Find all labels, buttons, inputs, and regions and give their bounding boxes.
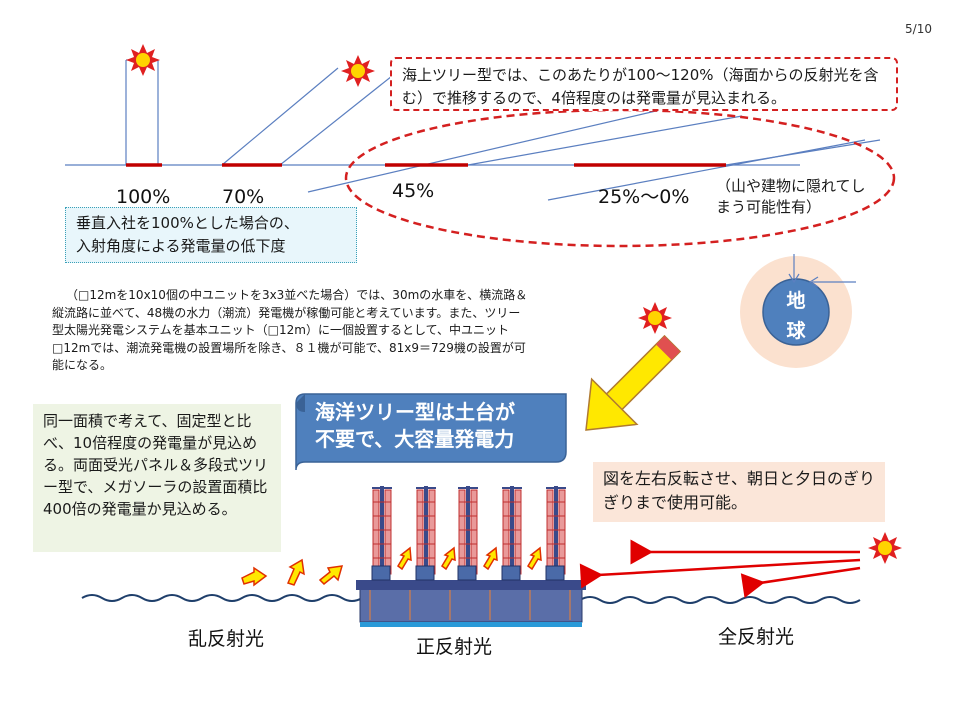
banner-line: 海洋ツリー型は土台が	[315, 400, 515, 424]
percent-label-45: 45%	[392, 180, 435, 202]
label-specular-reflection: 正反射光	[416, 636, 493, 658]
banner-text: 海洋ツリー型は土台が 不要で、大容量発電力	[305, 399, 571, 453]
tree-tower-icon	[457, 485, 479, 579]
banner-shape	[295, 393, 567, 471]
tree-tower-icon	[501, 485, 523, 579]
earth-label: 地 球	[772, 286, 820, 346]
info-box-line: 入射角度による発電量の低下度	[76, 237, 286, 255]
description-paragraph: （□12mを10x10個の中ユニットを3x3並べた場合）では、30mの水車を、横…	[52, 288, 528, 372]
sea-wave-right	[579, 596, 861, 604]
sun-icon	[341, 55, 375, 87]
tree-tower-platform	[356, 580, 586, 627]
sea-wave-left	[81, 594, 363, 602]
green-note-box: 同一面積で考えて、固定型と比べ、10倍程度の発電量が見込める。両面受光パネル＆多…	[33, 404, 281, 552]
tree-tower-icon	[545, 485, 567, 579]
big-yellow-arrow-icon	[585, 334, 682, 431]
sun-icon	[126, 44, 160, 76]
page-number: 5/10	[905, 22, 932, 36]
info-box: 垂直入社を100%とした場合の、 入射角度による発電量の低下度	[65, 207, 357, 263]
red-dashed-note: 海上ツリー型では、このあたりが100～120%（海面からの反射光を含む）で推移す…	[390, 57, 898, 111]
banner-line: 不要で、大容量発電力	[315, 427, 515, 451]
tree-tower-icon	[371, 485, 393, 579]
label-total-reflection: 全反射光	[718, 626, 795, 648]
label-diffuse-reflection: 乱反射光	[188, 628, 265, 650]
sun-icon	[868, 532, 902, 564]
percent-label-70: 70%	[222, 186, 265, 208]
peach-note-box: 図を左右反転させ、朝日と夕日のぎりぎりまで使用可能。	[593, 462, 885, 522]
percent-label-100: 100%	[116, 186, 171, 208]
earth-label-line: 球	[786, 320, 806, 342]
tree-tower-icon	[415, 485, 437, 579]
sun-icon	[638, 302, 672, 334]
info-box-line: 垂直入社を100%とした場合の、	[76, 214, 299, 232]
earth-label-line: 地	[786, 290, 806, 312]
percent-label-25-0: 25%～0%	[598, 186, 690, 208]
highlight-ellipse	[344, 108, 896, 248]
mountain-note: （山や建物に隠れてしまう可能性有）	[716, 177, 866, 216]
